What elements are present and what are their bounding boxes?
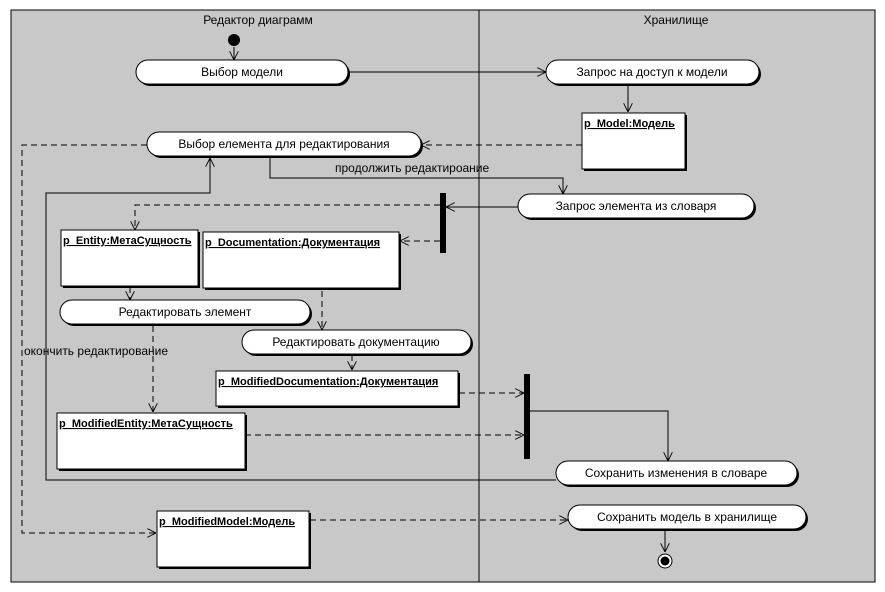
end-node [657, 553, 673, 569]
object-flows [21, 85, 628, 533]
activity-request-element: Запрос элемента из словаря [517, 193, 756, 220]
lane-right [478, 9, 876, 583]
flow-fork-to-entity [135, 204, 440, 230]
object-modified-entity: p_ModifiedEntity:МетаСущность [56, 412, 247, 471]
fork-bar [440, 193, 446, 253]
control-flows [45, 47, 668, 552]
activity-select-model-label: Выбор модели [201, 65, 283, 79]
start-node [228, 34, 240, 46]
activity-request-model-access-label: Запрос на доступ к модели [576, 65, 727, 79]
object-modified-entity-label: p_ModifiedEntity:МетаСущность [59, 418, 233, 430]
guard-continue-editing: продолжить редактироание [335, 161, 490, 175]
flow-join-to-save-changes [530, 410, 668, 461]
activity-save-model-label: Сохранить модель в хранилище [597, 510, 777, 524]
activity-select-element: Выбор елемента для редактирования [146, 131, 423, 158]
lane-left-title: Редактор диаграмм [203, 13, 313, 27]
object-modified-documentation: p_ModifiedDocumentation:Документация [215, 370, 460, 408]
activity-request-element-label: Запрос элемента из словаря [556, 199, 717, 213]
object-documentation-label: p_Documentation:Документация [205, 237, 380, 249]
lane-left [10, 9, 480, 583]
object-entity-label: p_Entity:МетаСущность [63, 235, 192, 247]
object-model-label: p_Model:Модель [584, 118, 675, 130]
activity-request-model-access: Запрос на доступ к модели [545, 59, 761, 86]
activity-edit-documentation-label: Редактировать документацию [272, 335, 439, 349]
activity-edit-element: Редактировать элемент [59, 299, 312, 326]
activity-select-element-label: Выбор елемента для редактирования [178, 137, 389, 151]
object-modified-model: p_ModifiedModel:Модель [156, 510, 311, 569]
object-model: p_Model:Модель [581, 112, 687, 171]
activity-edit-element-label: Редактировать элемент [119, 305, 252, 319]
activity-save-changes: Сохранить изменения в словаре [555, 460, 799, 487]
object-modified-documentation-label: p_ModifiedDocumentation:Документация [218, 376, 438, 388]
lane-right-title: Хранилище [644, 13, 709, 27]
activity-select-model: Выбор модели [135, 59, 350, 86]
object-entity: p_Entity:МетаСущность [60, 229, 200, 288]
flow-finish-editing [21, 144, 156, 533]
object-documentation: p_Documentation:Документация [202, 231, 401, 290]
join-bar [524, 374, 530, 459]
flow-save-changes-loop [45, 158, 556, 481]
activity-save-changes-label: Сохранить изменения в словаре [585, 466, 768, 480]
guard-finish-editing: окончить редактирование [24, 344, 168, 358]
object-modified-model-label: p_ModifiedModel:Модель [159, 516, 295, 528]
swimlanes: Редактор диаграмм Хранилище [10, 9, 876, 583]
activity-save-model: Сохранить модель в хранилище [567, 504, 808, 531]
activity-edit-documentation: Редактировать документацию [241, 329, 473, 356]
flow-continue-editing [269, 156, 563, 194]
